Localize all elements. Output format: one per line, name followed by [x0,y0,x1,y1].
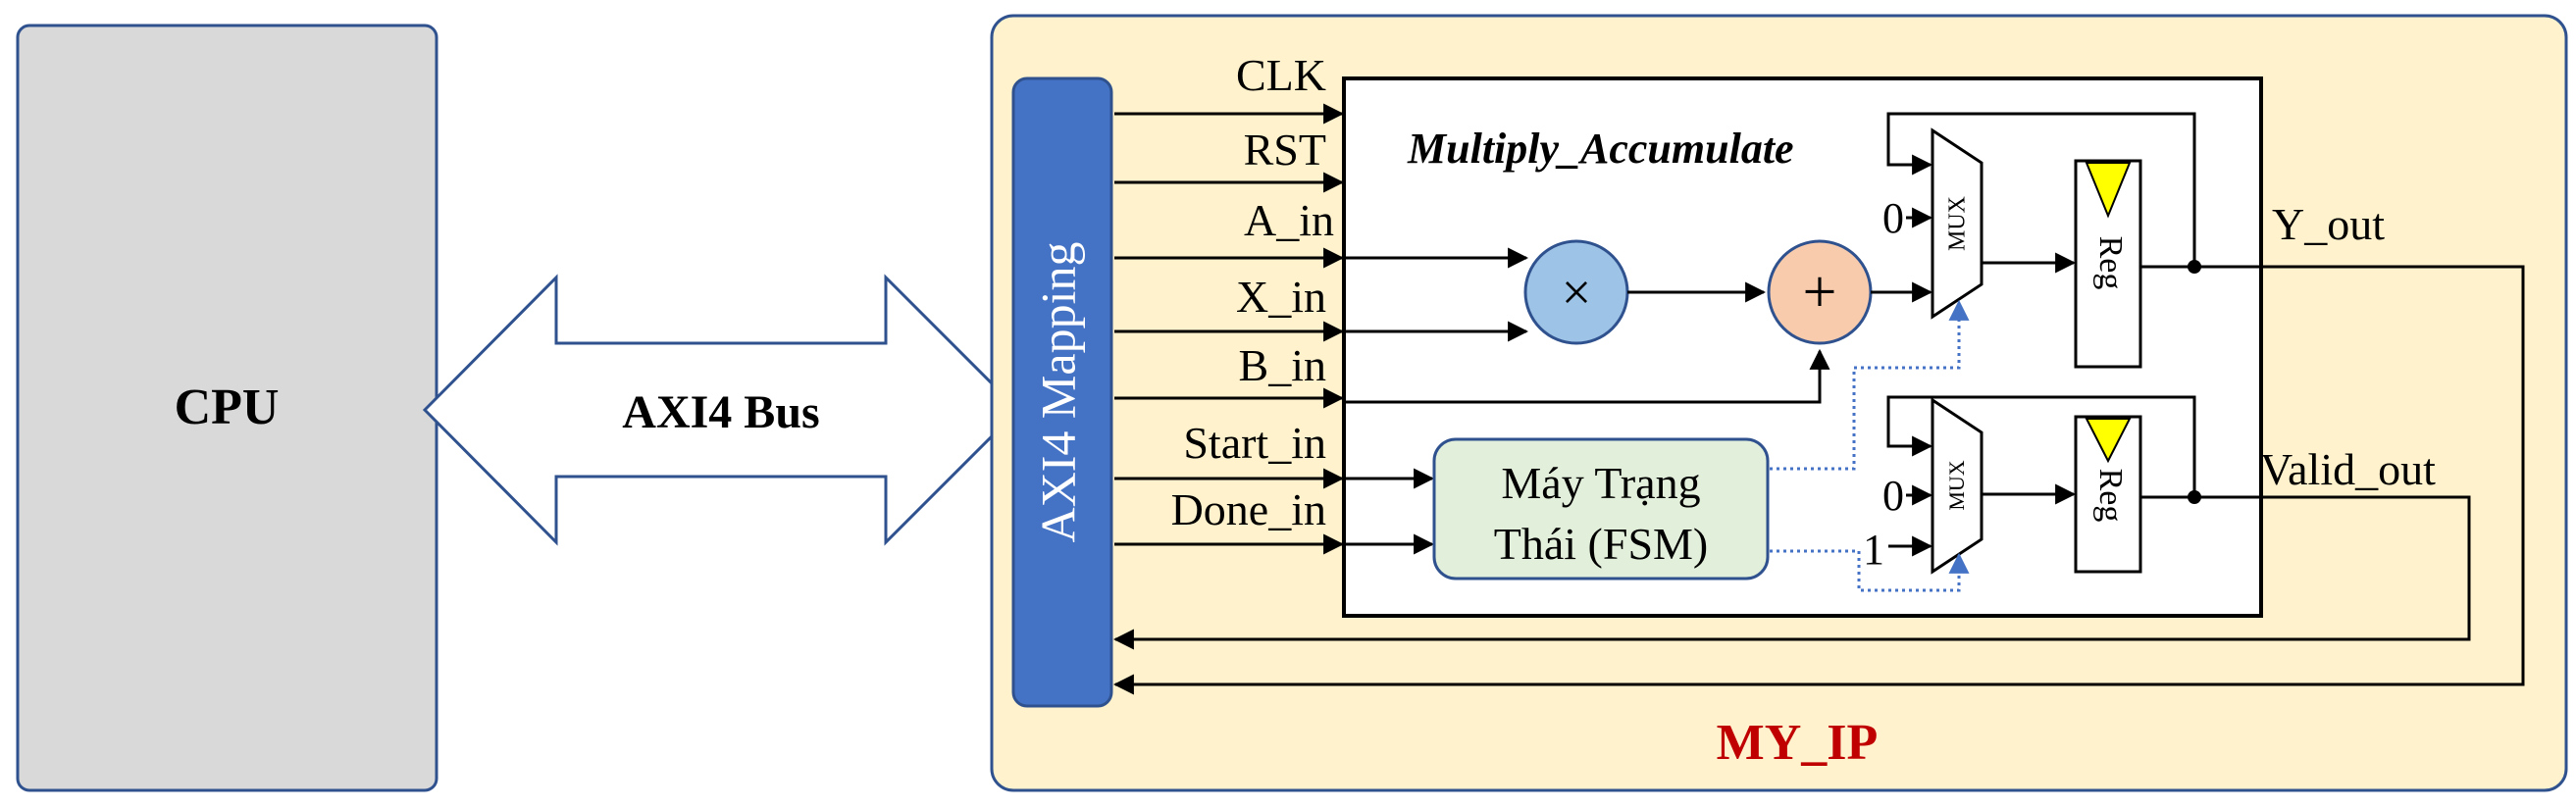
multiply-symbol: × [1562,263,1591,322]
top-mux-label: MUX [1945,196,1971,251]
fsm-control-lines [1770,299,1970,592]
bottom-mux-const-0: 0 [1882,472,1904,520]
bottom-mux-const-1: 1 [1863,526,1884,574]
signal-b-in-label: B_in [1239,340,1326,390]
fsm-block: Máy Trạng Thái (FSM) [1432,437,1770,581]
bottom-mux-wires [1886,395,2196,557]
bottom-register-label: Reg [2092,469,2129,523]
my-ip-label: MY_IP [1717,715,1879,771]
axi4-mapping-label: AXI4 Mapping [1030,242,1085,543]
fsm-label-line1: Máy Trạng [1501,458,1700,508]
top-register: Reg [2074,159,2142,369]
top-register-label: Reg [2092,236,2129,290]
top-mux: MUX 0 [1882,127,1984,320]
bottom-register-clock-triangle [2085,418,2132,464]
input-signal-labels: CLK RST A_in X_in B_in Start_in Done_in [1171,50,1334,534]
bottom-mux-label: MUX [1944,460,1969,510]
axi4-mapping-block: AXI4 Mapping [1011,76,1113,708]
top-register-clock-triangle [2085,162,2132,219]
signal-x-in-label: X_in [1236,272,1326,322]
add-symbol: + [1803,259,1837,326]
signal-start-in-label: Start_in [1183,418,1326,468]
top-mux-const-0: 0 [1882,194,1904,242]
axi4-bus-arrow: AXI4 Bus [422,274,1021,546]
top-mux-wires [1886,112,2196,274]
signal-clk-label: CLK [1236,50,1326,100]
y-out-label: Y_out [2272,199,2385,249]
axi4-bus-label: AXI4 Bus [622,386,819,438]
bottom-register: Reg [2074,415,2142,574]
multiplier-node: × [1523,239,1629,345]
adder-node: + [1767,239,1873,345]
mac-title: Multiply_Accumulate [1407,125,1794,173]
cpu-block: CPU [16,24,438,792]
signal-done-in-label: Done_in [1171,484,1326,534]
fsm-label-line2: Thái (FSM) [1494,519,1709,569]
bottom-mux: MUX 0 1 [1863,397,1984,575]
cpu-label: CPU [175,379,280,435]
input-wires [1114,103,1830,555]
output-wires [1112,265,2525,695]
valid-out-label: Valid_out [2260,444,2436,494]
signal-rst-label: RST [1244,125,1326,175]
signal-a-in-label: A_in [1244,195,1334,245]
